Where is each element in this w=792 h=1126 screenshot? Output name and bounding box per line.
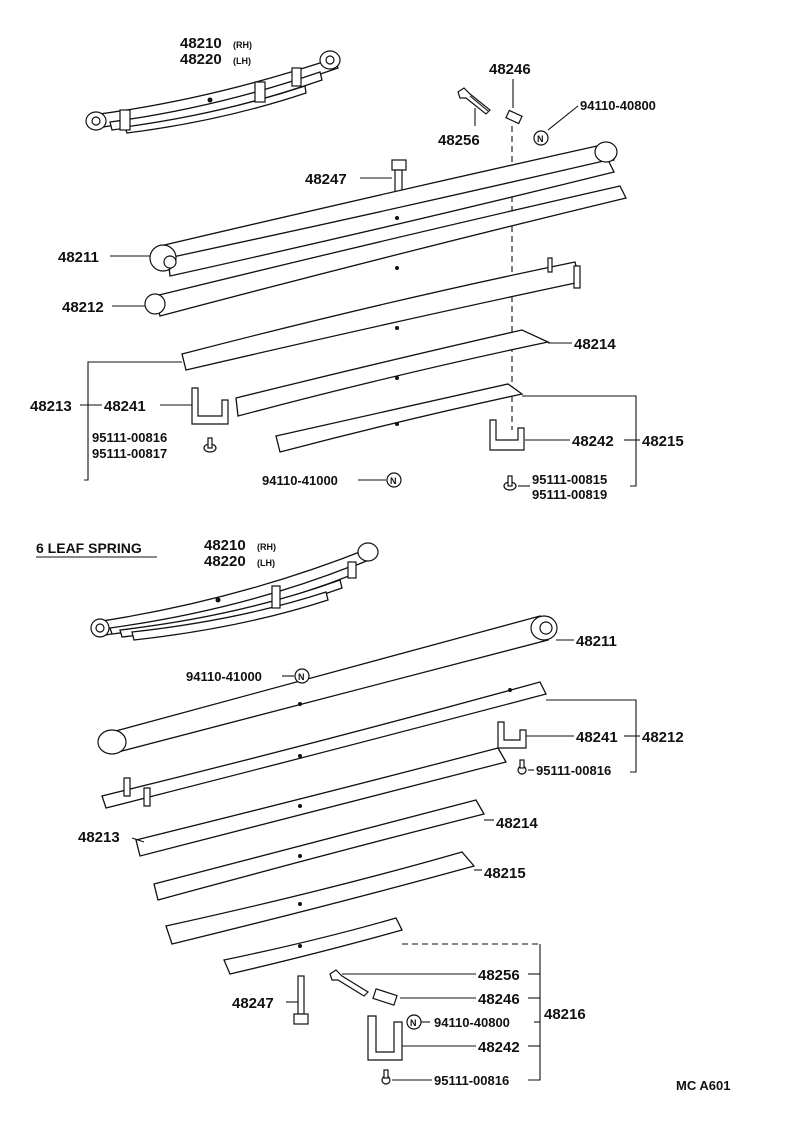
lower-assembly-rh-label: 48210 — [204, 537, 246, 554]
lower-heading: 6 LEAF SPRING — [36, 540, 142, 556]
lower-assembly-rh-suffix: (RH) — [257, 542, 276, 552]
upper-label-95111-00819: 95111-00819 — [532, 487, 607, 502]
upper-leaf-48214 — [235, 329, 551, 417]
new-part-marker-4: N — [410, 1018, 417, 1028]
upper-assembly-thumbnail — [85, 50, 341, 134]
upper-label-94110-41000: 94110-41000 — [262, 473, 338, 488]
lower-label-48213: 48213 — [78, 829, 120, 846]
lower-assembly-lh-label: 48220 — [204, 553, 246, 570]
lower-nut-94110-41000: N — [294, 668, 310, 684]
lower-label-48246: 48246 — [478, 991, 520, 1008]
lower-leader-48213 — [131, 837, 145, 843]
lower-clip-48241 — [497, 721, 527, 749]
upper-center-bolt-48256 — [457, 87, 491, 115]
lower-label-48247: 48247 — [232, 995, 274, 1012]
upper-label-95111-00816: 95111-00816 — [92, 430, 167, 445]
upper-clip-48241 — [191, 387, 229, 425]
upper-label-48213: 48213 — [30, 398, 72, 415]
upper-label-48215: 48215 — [642, 433, 684, 450]
upper-label-48214: 48214 — [574, 336, 616, 353]
new-part-marker-3: N — [298, 672, 305, 682]
upper-label-48241: 48241 — [104, 398, 146, 415]
upper-label-94110-40800: 94110-40800 — [580, 98, 656, 113]
new-part-marker: N — [537, 134, 544, 144]
lower-leaf-48216 — [223, 917, 403, 975]
upper-label-48242: 48242 — [572, 433, 614, 450]
upper-label-95111-00815: 95111-00815 — [532, 472, 607, 487]
lower-bolt-48247 — [293, 975, 309, 1025]
upper-label-48256: 48256 — [438, 132, 480, 149]
lower-assembly-thumbnail — [90, 542, 379, 641]
upper-bracket-48215 — [522, 395, 637, 487]
diagram-id: MC A601 — [676, 1078, 730, 1093]
upper-leaf-48212 — [144, 185, 627, 317]
upper-bracket-48213 — [84, 361, 182, 481]
lower-label-94110-41000: 94110-41000 — [186, 669, 262, 684]
upper-rivet-95111-00816 — [203, 437, 217, 453]
lower-nut-94110-40800: N — [406, 1014, 422, 1030]
lower-label-48215: 48215 — [484, 865, 526, 882]
upper-nut-94110-41000: N — [386, 472, 402, 488]
upper-assembly-rh-label: 48210 — [180, 35, 222, 52]
upper-rivet-95111-00815 — [503, 475, 517, 491]
lower-bolt-48256 — [329, 969, 369, 997]
new-part-marker-2: N — [390, 476, 397, 486]
upper-label-95111-00817: 95111-00817 — [92, 446, 167, 461]
upper-assembly-lh-label: 48220 — [180, 51, 222, 68]
upper-assembly-lh-suffix: (LH) — [233, 56, 251, 66]
upper-leaf-48213 — [181, 257, 581, 371]
lower-label-48241: 48241 — [576, 729, 618, 746]
lower-leaf-48215 — [165, 851, 476, 945]
lower-label-48211: 48211 — [576, 633, 617, 650]
upper-label-48247: 48247 — [305, 171, 347, 188]
lower-label-95111-00816a: 95111-00816 — [536, 763, 611, 778]
upper-nut-94110-40800: N — [533, 130, 549, 146]
upper-pin-48246 — [505, 109, 523, 125]
upper-label-48246: 48246 — [489, 61, 531, 78]
lower-label-95111-00816b: 95111-00816 — [434, 1073, 509, 1088]
lower-label-48256: 48256 — [478, 967, 520, 984]
lower-leaf-48212 — [101, 681, 547, 809]
lower-label-48216: 48216 — [544, 1006, 586, 1023]
lower-clip-48242 — [367, 1015, 403, 1061]
upper-label-48211: 48211 — [58, 249, 99, 266]
upper-clip-48242 — [489, 419, 525, 451]
lower-pin-48246 — [372, 988, 398, 1006]
lower-leaf-48211 — [97, 615, 558, 755]
lower-label-48212: 48212 — [642, 729, 684, 746]
lower-rivet-95111-00816a — [517, 759, 527, 775]
lower-rivet-95111-00816b — [381, 1069, 391, 1085]
lower-label-48242: 48242 — [478, 1039, 520, 1056]
lower-label-48214: 48214 — [496, 815, 538, 832]
upper-label-48212: 48212 — [62, 299, 104, 316]
lower-leaf-48214 — [153, 799, 485, 901]
upper-leaf-48215 — [275, 383, 524, 453]
lower-bracket-48216 — [528, 944, 541, 1081]
upper-assembly-rh-suffix: (RH) — [233, 40, 252, 50]
upper-leaf-48211 — [149, 141, 618, 277]
leader-94110-40800 — [547, 105, 579, 131]
lower-leaf-48213 — [135, 747, 507, 857]
lower-assembly-lh-suffix: (LH) — [257, 558, 275, 568]
lower-label-94110-40800: 94110-40800 — [434, 1015, 510, 1030]
